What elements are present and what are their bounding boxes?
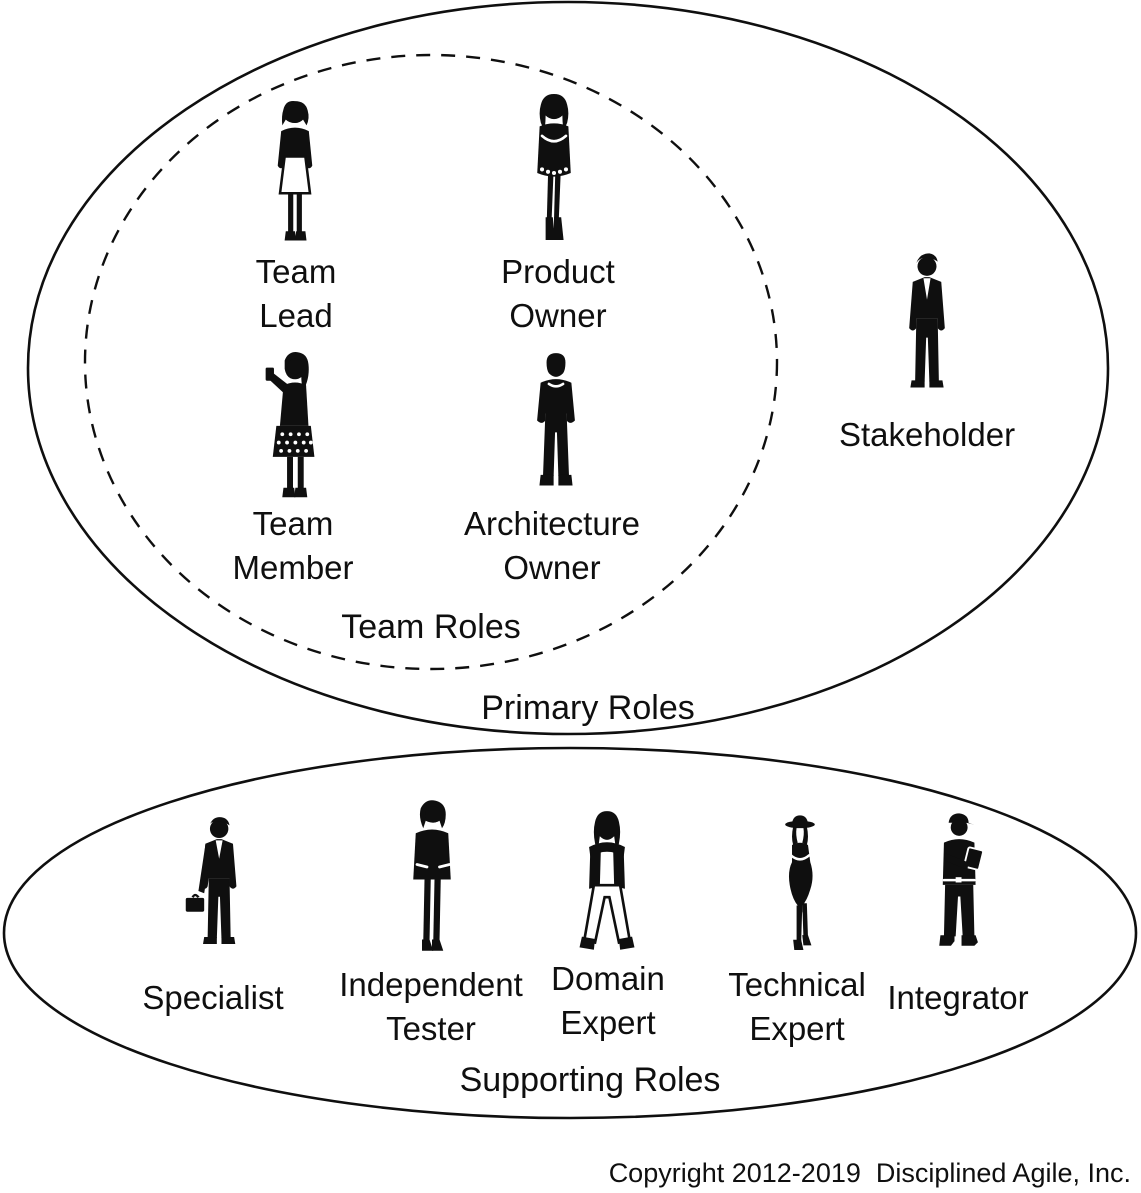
technical-expert-figure: [764, 814, 837, 965]
woman-pantsuit-silhouette-icon: [413, 800, 451, 951]
label-line: Specialist: [142, 979, 284, 1016]
label-line: Technical: [728, 966, 866, 1003]
woman-arms-crossed-silhouette-icon: [537, 94, 571, 241]
architecture-owner-label: Architecture Owner: [392, 502, 712, 590]
stakeholder-label: Stakeholder: [767, 413, 1087, 457]
woman-white-skirt-silhouette-icon: [277, 101, 313, 241]
man-casual-silhouette-icon: [537, 353, 575, 486]
specialist-figure: [181, 815, 255, 967]
domain-expert-label: Domain Expert: [448, 957, 768, 1045]
independent-tester-figure: [392, 799, 472, 965]
integrator-label: Integrator: [798, 976, 1118, 1020]
label-line: Tester: [386, 1010, 476, 1047]
integrator-figure: [921, 812, 996, 967]
team-lead-figure: [258, 100, 332, 252]
product-owner-label: Product Owner: [398, 250, 718, 338]
product-owner-figure: [516, 94, 593, 252]
independent-tester-label: Independent Tester: [271, 963, 591, 1051]
domain-expert-figure: [564, 811, 650, 969]
label-line: Architecture: [463, 505, 641, 542]
label-line: Team: [252, 505, 334, 542]
label-line: Integrator: [887, 979, 1029, 1016]
stakeholder-figure: [889, 252, 965, 409]
label-line: Stakeholder: [838, 416, 1016, 453]
woman-hat-silhouette-icon: [785, 815, 815, 950]
technical-expert-label: Technical Expert: [637, 963, 957, 1051]
man-briefcase-silhouette-icon: [185, 817, 237, 944]
team-member-label: Team Member: [133, 502, 453, 590]
team-member-figure: [250, 351, 336, 508]
label-line: Expert: [560, 1004, 656, 1041]
label-line: Independent: [339, 966, 523, 1003]
team-roles-label: Team Roles: [341, 608, 521, 646]
copyright-text: Copyright 2012-2019 Disciplined Agile, I…: [608, 1158, 1131, 1188]
label-line: Lead: [259, 297, 333, 334]
supporting-roles-label: Supporting Roles: [459, 1061, 721, 1099]
label-line: Team: [255, 253, 337, 290]
label-line: Expert: [749, 1010, 845, 1047]
woman-jacket-white-pants-silhouette-icon: [579, 811, 635, 950]
label-line: Domain: [551, 960, 665, 997]
label-line: Owner: [503, 549, 601, 586]
label-line: Owner: [509, 297, 607, 334]
primary-roles-ellipse: [26, 0, 1110, 736]
man-suit-silhouette-icon: [909, 253, 945, 388]
man-clipboard-silhouette-icon: [939, 813, 985, 946]
team-lead-label: Team Lead: [136, 250, 456, 338]
label-line: Product: [501, 253, 615, 290]
woman-holding-phone-silhouette-icon: [265, 352, 315, 498]
team-roles-ellipse: [83, 53, 779, 671]
label-line: Member: [232, 549, 354, 586]
architecture-owner-figure: [518, 352, 594, 508]
supporting-roles-ellipse: [2, 746, 1138, 1120]
primary-roles-label: Primary Roles: [481, 689, 695, 727]
specialist-label: Specialist: [53, 976, 373, 1020]
